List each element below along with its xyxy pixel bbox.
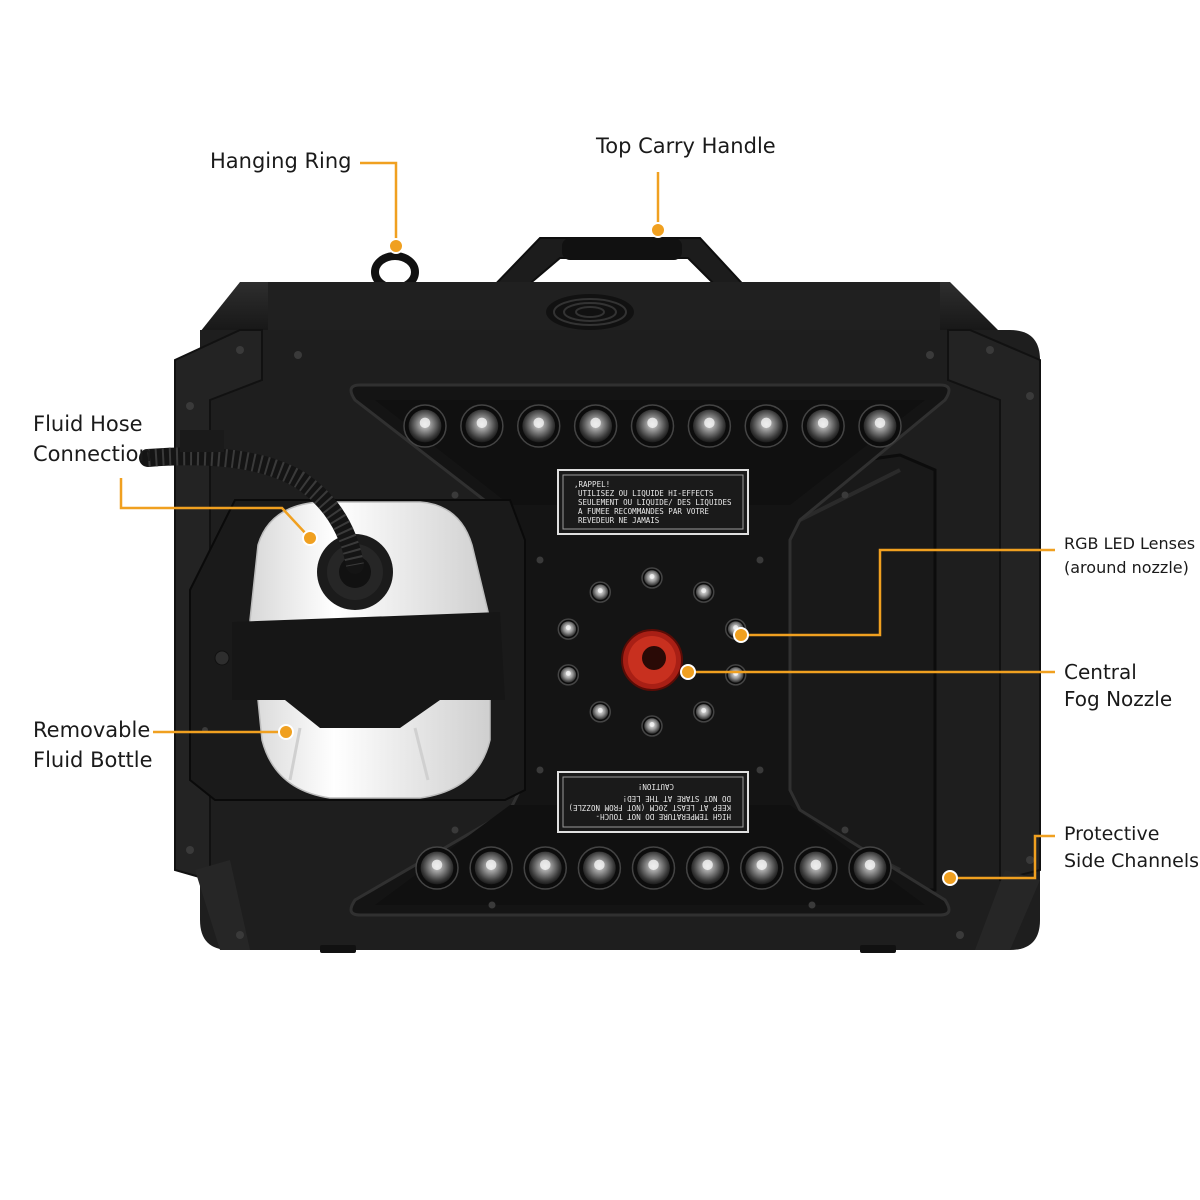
- led-lens-small: [641, 567, 663, 589]
- led-row-top: [403, 404, 902, 448]
- callout-side-line-2: Side Channels: [1064, 850, 1200, 872]
- led-lens-small: [557, 618, 580, 640]
- led-lens: [858, 404, 902, 448]
- led-lens: [848, 846, 892, 890]
- led-lens-small: [692, 701, 715, 723]
- callout-bottle-line-1: Removable: [33, 718, 151, 742]
- led-lens: [573, 404, 618, 448]
- callout-fluid-hose-connection: Fluid Hose Connection: [33, 409, 152, 469]
- callout-central-fog-nozzle: Central Fog Nozzle: [1064, 659, 1172, 713]
- led-lens: [794, 846, 838, 890]
- callout-line-rgb-leds: [743, 548, 1055, 637]
- led-lens-small: [557, 664, 580, 686]
- rappel-line-1: ,RAPPEL!: [574, 480, 610, 489]
- led-lens: [687, 404, 732, 448]
- led-lens: [415, 846, 459, 890]
- hose-connector: [180, 430, 224, 452]
- warning-label-caution: HIGH TEMPERATURE DO NOT TOUCH- KEEP AT L…: [557, 771, 749, 833]
- callout-dot-rgb-leds: [733, 627, 749, 643]
- rappel-line-3: SEULEMENT OU LIQUIDE/ DES LIQUIDES: [578, 498, 732, 507]
- callout-line-side-channels: [950, 834, 1055, 880]
- callout-nozzle-line-1: Central: [1064, 660, 1137, 684]
- caution-line-4: CAUTION!: [638, 782, 674, 791]
- led-lens-small: [589, 701, 612, 723]
- callout-rgb-line-1: RGB LED Lenses: [1064, 534, 1196, 553]
- callout-hanging-ring-line-1: Hanging Ring: [210, 149, 352, 173]
- led-lens: [460, 404, 504, 448]
- fluid-hose: [139, 447, 364, 574]
- callout-line-hanging-ring: [360, 161, 398, 240]
- callout-rgb-line-2: (around nozzle): [1064, 558, 1189, 577]
- led-lens-small: [724, 664, 747, 686]
- callout-side-line-1: Protective: [1064, 823, 1160, 845]
- callout-top-carry-handle: Top Carry Handle: [596, 131, 776, 161]
- callout-top-carry-handle-line-1: Top Carry Handle: [596, 134, 776, 158]
- caution-line-2: KEEP AT LEAST 20CM (NOT FROM NOZZLE): [568, 803, 731, 812]
- callout-dot-carry-handle: [650, 222, 666, 238]
- fluid-bottle: [232, 501, 505, 799]
- callout-line-hose: [119, 478, 309, 537]
- led-row-bottom: [415, 846, 892, 890]
- led-lens: [740, 846, 784, 890]
- led-lens: [403, 404, 447, 448]
- caution-line-1: HIGH TEMPERATURE DO NOT TOUCH-: [596, 812, 731, 821]
- led-lens-small: [641, 715, 663, 737]
- caution-line-3: DO NOT STARE AT THE LED!: [623, 794, 731, 803]
- callout-nozzle-line-2: Fog Nozzle: [1064, 687, 1173, 711]
- callout-dots: [278, 222, 958, 886]
- callout-removable-fluid-bottle: Removable Fluid Bottle: [33, 715, 153, 775]
- callout-dot-hanging-ring: [388, 238, 404, 254]
- callout-lines: [119, 161, 1055, 880]
- callout-bottle-line-2: Fluid Bottle: [33, 748, 153, 772]
- callout-dot-side-channels: [942, 870, 958, 886]
- rappel-line-5: REVEDEUR NE JAMAIS: [578, 516, 660, 525]
- led-lens: [685, 846, 730, 890]
- led-lens: [517, 404, 561, 448]
- led-lens: [577, 846, 622, 890]
- led-lens-small: [589, 581, 612, 603]
- fan-grille: [546, 294, 634, 330]
- fog-nozzle: [621, 629, 683, 691]
- callout-protective-side-channels: Protective Side Channels: [1064, 821, 1199, 875]
- led-lens: [801, 404, 845, 448]
- callout-dot-hose: [302, 530, 318, 546]
- warning-label-rappel: ,RAPPEL! UTILISEZ OU LIQUIDE HI-EFFECTS …: [557, 469, 749, 535]
- rappel-line-2: UTILISEZ OU LIQUIDE HI-EFFECTS: [578, 489, 714, 498]
- callout-rgb-led-lenses: RGB LED Lenses (around nozzle): [1064, 532, 1195, 580]
- led-lens: [469, 846, 513, 890]
- callout-dot-nozzle: [680, 664, 696, 680]
- led-lens: [631, 846, 676, 890]
- led-lens-small: [692, 581, 715, 603]
- callout-dot-bottle: [278, 724, 294, 740]
- rappel-line-4: A FUMEE RECOMMANDES PAR VOTRE: [578, 507, 709, 516]
- led-lens: [523, 846, 567, 890]
- housing-feet: [320, 945, 896, 953]
- callout-fluid-hose-line-1: Fluid Hose: [33, 412, 143, 436]
- led-lens: [630, 404, 675, 448]
- callout-fluid-hose-line-2: Connection: [33, 442, 152, 466]
- callout-hanging-ring: Hanging Ring: [210, 146, 352, 176]
- led-lens: [744, 404, 788, 448]
